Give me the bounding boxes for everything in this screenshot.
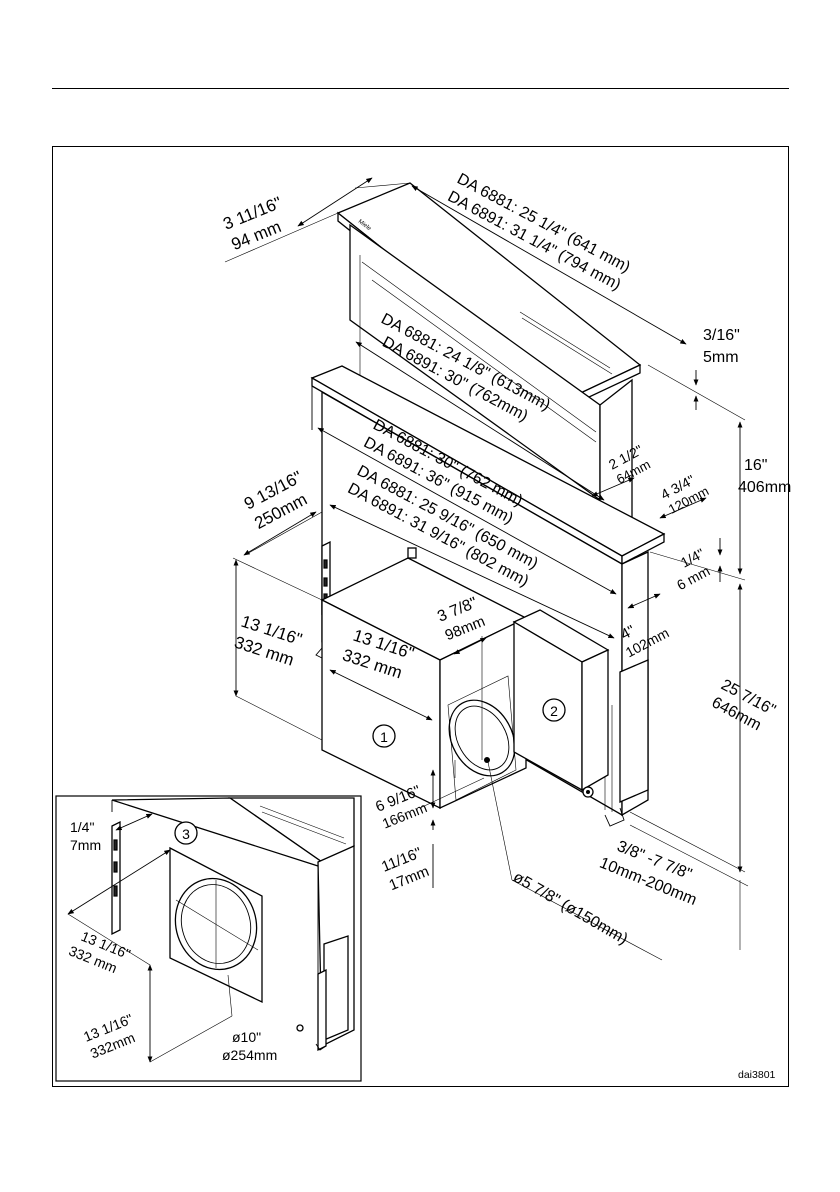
spigot-diameter: ø5 7/8" (ø150mm) bbox=[510, 869, 630, 948]
inset-offset-imperial: 1/4" bbox=[70, 819, 94, 835]
fan-label-1: 1 bbox=[380, 729, 388, 745]
frame-thickness-metric: 6 mm bbox=[674, 563, 712, 594]
inset-diameter-metric: ø254mm bbox=[222, 1047, 277, 1063]
inset-detail: 3 1/4" 7mm 13 1/16" 332 mm 13 1/16" 332m… bbox=[55, 795, 362, 1082]
inset-ref-label: 3 bbox=[182, 826, 190, 842]
inset-offset-metric: 7mm bbox=[70, 837, 101, 853]
figure-id: dai3801 bbox=[738, 1069, 776, 1081]
inset-drawing: 3 bbox=[67, 797, 355, 1063]
inset-diameter-imperial: ø10" bbox=[232, 1029, 261, 1045]
fan-label-2: 2 bbox=[550, 703, 558, 719]
dimension-lines bbox=[224, 177, 749, 961]
header-rule bbox=[52, 88, 789, 89]
rise-height-imperial: 16" bbox=[744, 457, 767, 474]
figure-frame bbox=[52, 146, 789, 1087]
rise-height-metric: 406mm bbox=[738, 479, 791, 496]
top-thickness-metric: 5mm bbox=[703, 349, 739, 366]
top-thickness-imperial: 3/16" bbox=[703, 327, 740, 344]
